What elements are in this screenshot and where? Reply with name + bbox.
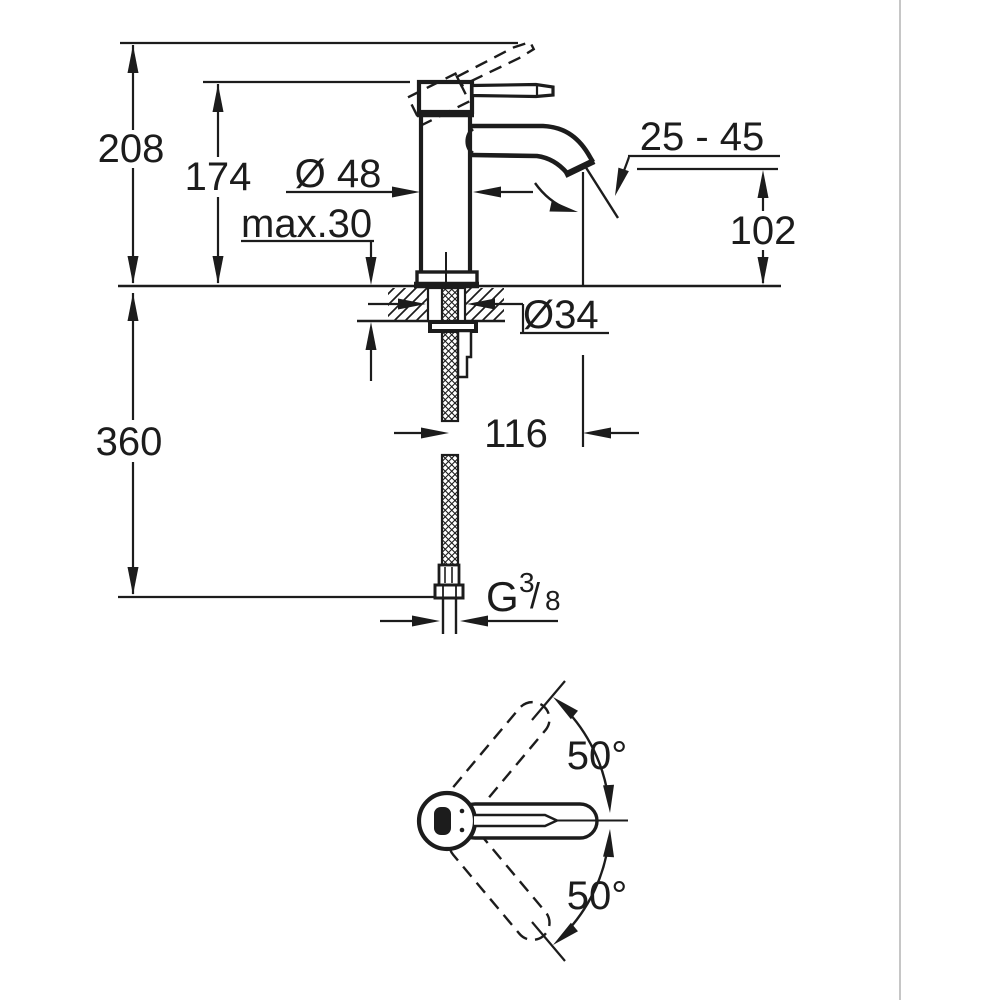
dimension-total-height: 208 bbox=[98, 41, 518, 284]
spout-height-label: 102 bbox=[730, 209, 797, 253]
total-height-label: 208 bbox=[98, 127, 165, 171]
swivel-angle-upper: 50° bbox=[549, 692, 628, 814]
body-height-label: 174 bbox=[185, 155, 252, 199]
angle-leg-upper bbox=[531, 680, 566, 721]
side-view: 208 174 Ø 48 max.30 bbox=[96, 40, 797, 634]
dimension-spout-outlet-height: 102 bbox=[637, 167, 797, 285]
dimension-body-diameter: Ø 48 bbox=[286, 152, 533, 198]
faucet-handle bbox=[470, 82, 555, 99]
angle-leg-lower bbox=[531, 921, 566, 962]
dimension-body-height: 174 bbox=[185, 80, 410, 284]
mounting-washer bbox=[428, 320, 478, 333]
spout-reach-label: 116 bbox=[484, 412, 548, 456]
hex-nut bbox=[433, 583, 465, 600]
top-view: 50° 50° bbox=[416, 680, 628, 962]
cartridge-cap bbox=[416, 79, 475, 115]
dimension-max-counter-thickness: max.30 bbox=[241, 202, 377, 381]
faucet-spout bbox=[465, 123, 620, 285]
body-diameter-label: Ø 48 bbox=[295, 152, 382, 196]
max-counter-label: max.30 bbox=[241, 202, 372, 246]
dimension-spout-reach: 116 bbox=[394, 355, 639, 456]
thread-denominator: 8 bbox=[545, 585, 561, 616]
swivel-angle-lower: 50° bbox=[549, 828, 628, 950]
lever-slot bbox=[434, 807, 451, 835]
detail-dot bbox=[459, 827, 465, 833]
braided-hose-lower bbox=[440, 453, 460, 567]
dimension-connection-length: 360 bbox=[96, 293, 436, 599]
swivel-angle-upper-label: 50° bbox=[567, 734, 628, 778]
thread-letter: G bbox=[486, 573, 519, 620]
inner-lever bbox=[474, 813, 560, 828]
supply-hose-assembly bbox=[428, 286, 478, 634]
swivel-angle-lower-label: 50° bbox=[567, 874, 628, 918]
faucet-handle-raised-dashed bbox=[406, 40, 536, 127]
spray-angle-label: 25 - 45 bbox=[640, 115, 765, 159]
stream-angle-line bbox=[583, 165, 620, 219]
braided-hose-upper bbox=[440, 286, 460, 423]
hole-diameter-label: Ø34 bbox=[523, 293, 599, 337]
mounting-nut bbox=[456, 329, 473, 379]
dimension-spray-angle-range: 25 - 45 bbox=[609, 115, 780, 198]
hose-crimp-sleeve bbox=[437, 563, 461, 587]
thread-divider: / bbox=[530, 575, 540, 616]
detail-dot bbox=[459, 808, 465, 814]
dimension-thread-size: G 3 / 8 bbox=[380, 567, 561, 627]
connection-length-label: 360 bbox=[96, 420, 163, 464]
thread-numerator: 3 bbox=[519, 567, 535, 598]
